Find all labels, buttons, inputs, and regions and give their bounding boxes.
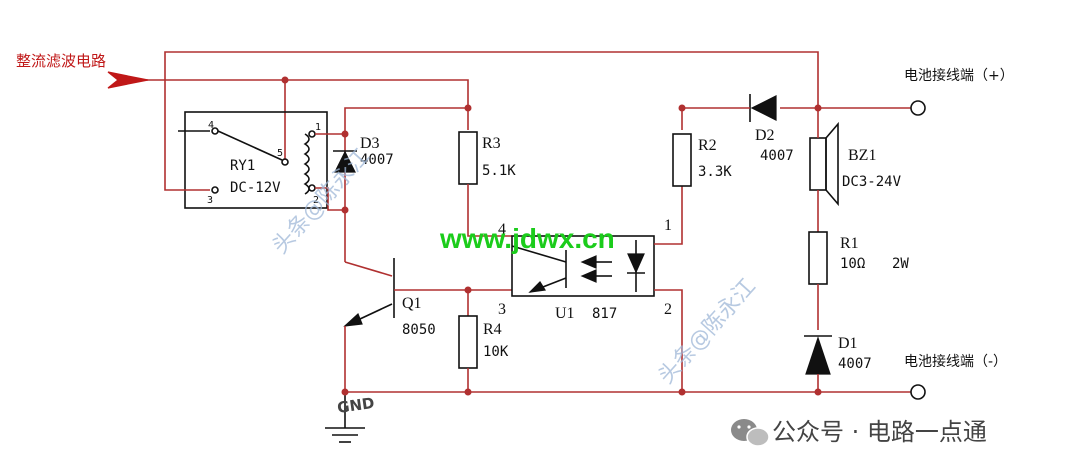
d2-diode xyxy=(750,95,777,121)
d1-value: 4007 xyxy=(838,356,872,372)
u1-pin-4: 4 xyxy=(498,221,506,238)
neg-terminal xyxy=(910,384,926,400)
battery-neg-label: 电池接线端（-） xyxy=(904,353,1007,370)
relay-switch-arm xyxy=(217,130,283,161)
site-url: www.jdwx.cn xyxy=(439,223,615,254)
q1-emitter-arrow xyxy=(343,312,363,327)
relay-box xyxy=(184,111,328,209)
relay-pin-label-3: 3 xyxy=(207,195,213,206)
junction-dot xyxy=(464,104,472,112)
junction-dot xyxy=(341,206,349,214)
pos-terminal xyxy=(910,100,926,116)
d3-value: 4007 xyxy=(360,152,394,168)
u1-pin-1: 1 xyxy=(664,217,672,234)
r3-bottom-wire xyxy=(467,184,512,237)
relay-nc-wire xyxy=(164,130,210,191)
r1-resistor xyxy=(808,231,828,285)
d2-value: 4007 xyxy=(760,148,794,164)
relay-pin-label-1: 1 xyxy=(315,122,321,133)
r3-top-wire xyxy=(344,107,468,130)
bz1-body xyxy=(809,137,827,191)
u1-pin1-wire xyxy=(654,186,683,245)
junction-dot xyxy=(678,104,686,112)
u1-emitter-arrow xyxy=(528,281,547,293)
relay-pin-label-5: 5 xyxy=(277,148,283,159)
gnd-label: GND xyxy=(336,394,375,417)
u1-value: 817 xyxy=(592,306,617,322)
relay-spec: DC-12V xyxy=(230,180,281,196)
relay-pin3 xyxy=(211,186,219,194)
battery-pos-label: 电池接线端（+） xyxy=(904,67,1014,84)
top-rail-wire xyxy=(164,51,819,130)
bz1-value: DC3-24V xyxy=(842,174,902,190)
junction-dot xyxy=(814,104,822,112)
u1-pin-3: 3 xyxy=(498,301,506,318)
relay-coil xyxy=(303,133,310,195)
bz1-name: BZ1 xyxy=(848,147,876,164)
relay-pin-label-2: 2 xyxy=(313,195,319,206)
watermark-right: 头条@陈永江 xyxy=(654,274,761,389)
d1-name: D1 xyxy=(838,335,858,352)
u1-collector xyxy=(511,245,567,263)
watermark-left: 头条@陈永江 xyxy=(268,144,375,259)
r3-value: 5.1K xyxy=(482,163,516,179)
wechat-icon xyxy=(731,419,770,447)
u1-name: U1 xyxy=(555,305,575,322)
r1-value: 10Ω xyxy=(840,256,865,272)
d2-name: D2 xyxy=(755,127,775,144)
r4-resistor xyxy=(458,315,478,369)
r2-value: 3.3K xyxy=(698,164,732,180)
u1-pin-2: 2 xyxy=(664,301,672,318)
relay-name: RY1 xyxy=(230,158,255,174)
junction-dot xyxy=(814,388,822,396)
r2-resistor xyxy=(672,133,692,187)
input-label: 整流滤波电路 xyxy=(16,52,106,70)
coil-bottom-wire xyxy=(315,187,345,211)
r1-power: 2W xyxy=(892,256,909,272)
d3-diode xyxy=(334,150,356,173)
junction-dot xyxy=(678,388,686,396)
input-feed-wire xyxy=(140,79,469,130)
r4-name: R4 xyxy=(483,321,502,338)
junction-dot xyxy=(341,130,349,138)
r2-name: R2 xyxy=(698,137,717,154)
q1-value: 8050 xyxy=(402,322,436,338)
r4-value: 10K xyxy=(483,344,509,360)
junction-dot xyxy=(464,388,472,396)
u1-light-arrow-1 xyxy=(580,255,597,269)
r3-resistor xyxy=(458,131,478,185)
r1-name: R1 xyxy=(840,235,859,252)
r3-name: R3 xyxy=(482,135,501,152)
q1-collector-wire xyxy=(344,261,393,277)
junction-dot xyxy=(341,388,349,396)
d1-diode xyxy=(805,336,831,375)
u1-pin2-wire xyxy=(654,289,683,392)
d3-name: D3 xyxy=(360,135,380,152)
relay-pin5 xyxy=(281,158,289,166)
junction-dot xyxy=(464,286,472,294)
u1-light-arrow-2 xyxy=(580,269,597,283)
u1-box xyxy=(511,235,655,297)
footer-label: 公众号 · 电路一点通 xyxy=(772,418,987,446)
d2-left-wire xyxy=(681,107,730,130)
junction-dot xyxy=(281,76,289,84)
q1-name: Q1 xyxy=(402,295,422,312)
relay-pin-label-4: 4 xyxy=(208,120,214,131)
bz1-cone xyxy=(825,121,839,207)
